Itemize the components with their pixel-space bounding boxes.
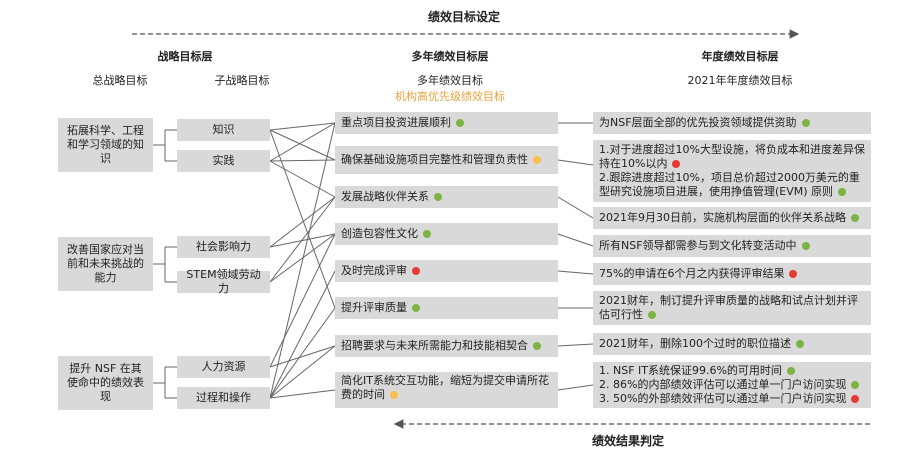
sub-goal-practice: 实践	[177, 150, 270, 172]
multiyear-goal: 发展战略伙伴关系	[335, 186, 558, 208]
annual-goal: 1. NSF IT系统保证99.6%的可用时间 2. 86%的内部绩效评估可以通…	[593, 362, 871, 408]
status-green-icon	[412, 304, 420, 312]
annual-layer-title: 年度绩效目标层	[701, 50, 779, 63]
multiyear-goal-header: 多年绩效目标	[417, 74, 483, 87]
annual-goal: 1.对于进度超过10%大型设施，将负成本和进度差异保持在10%以内 2.跟踪进度…	[593, 140, 871, 202]
status-green-icon	[786, 367, 795, 375]
multiyear-goal: 确保基础设施项目完整性和管理负责性	[335, 146, 558, 174]
status-green-icon	[434, 193, 442, 201]
multiyear-layer-title: 多年绩效目标层	[411, 50, 489, 63]
status-green-icon	[851, 381, 860, 389]
annual-goal: 2021财年，删除100个过时的职位描述	[593, 333, 871, 355]
status-red-icon	[672, 160, 681, 168]
overall-goal-knowledge: 拓展科学、工程和学习领域的知识	[58, 118, 153, 172]
status-green-icon	[796, 340, 804, 348]
status-red-icon	[412, 267, 420, 275]
sub-goal-stem-workforce: STEM领域劳动力	[177, 268, 270, 295]
multiyear-goal: 提升评审质量	[335, 297, 558, 319]
strategy-brackets	[153, 129, 177, 399]
multiyear-goal: 及时完成评审	[335, 260, 558, 282]
status-green-icon	[801, 119, 810, 127]
status-green-icon	[456, 119, 464, 127]
sub-goal-header: 子战略目标	[214, 74, 270, 87]
overall-goal-performance: 提升 NSF 在其使命中的绩效表现	[58, 356, 153, 410]
annual-goal-header: 2021年年度绩效目标	[687, 74, 793, 87]
sub-goal-social-impact: 社会影响力	[177, 236, 270, 258]
status-green-icon	[648, 311, 656, 319]
top-flow-label: 绩效目标设定	[428, 10, 501, 24]
multiyear-goal: 重点项目投资进展顺利	[335, 112, 558, 134]
status-green-icon	[423, 230, 431, 238]
overall-goal-header: 总战略目标	[92, 74, 148, 87]
annual-goal: 为NSF层面全部的优先投资领域提供资助	[593, 112, 871, 134]
overall-goal-capability: 改善国家应对当前和未来挑战的能力	[58, 237, 153, 291]
multiyear-goal: 简化IT系统交互功能，缩短为提交申请所花费的时间	[335, 372, 558, 408]
sub-goal-process-operations: 过程和操作	[177, 387, 270, 409]
annual-goal: 所有NSF领导都需参与到文化转变活动中	[593, 235, 871, 257]
annual-goal: 2021年9月30日前，实施机构层面的伙伴关系战略	[593, 207, 871, 229]
status-green-icon	[851, 214, 859, 222]
status-red-icon	[851, 395, 860, 403]
multiyear-to-annual-lines	[557, 122, 594, 391]
sub-goal-knowledge: 知识	[177, 119, 270, 141]
annual-goal: 75%的申请在6个月之内获得评审结果	[593, 263, 871, 285]
sub-goal-human-resources: 人力资源	[177, 356, 270, 378]
strategic-layer-title: 战略目标层	[157, 50, 213, 63]
priority-goal-header: 机构高优先级绩效目标	[395, 90, 505, 103]
status-green-icon	[801, 242, 810, 250]
status-yellow-icon	[533, 156, 541, 164]
status-yellow-icon	[390, 391, 398, 399]
status-red-icon	[789, 270, 798, 278]
status-green-icon	[533, 342, 541, 350]
multiyear-goal: 创造包容性文化	[335, 223, 558, 245]
sub-to-multiyear-lines	[269, 122, 336, 399]
bottom-flow-label: 绩效结果判定	[592, 434, 665, 448]
status-green-icon	[838, 188, 847, 196]
multiyear-goal: 招聘要求与未来所需能力和技能相契合	[335, 335, 558, 357]
annual-goal: 2021财年，制订提升评审质量的战略和试点计划并评估可行性	[593, 291, 871, 325]
